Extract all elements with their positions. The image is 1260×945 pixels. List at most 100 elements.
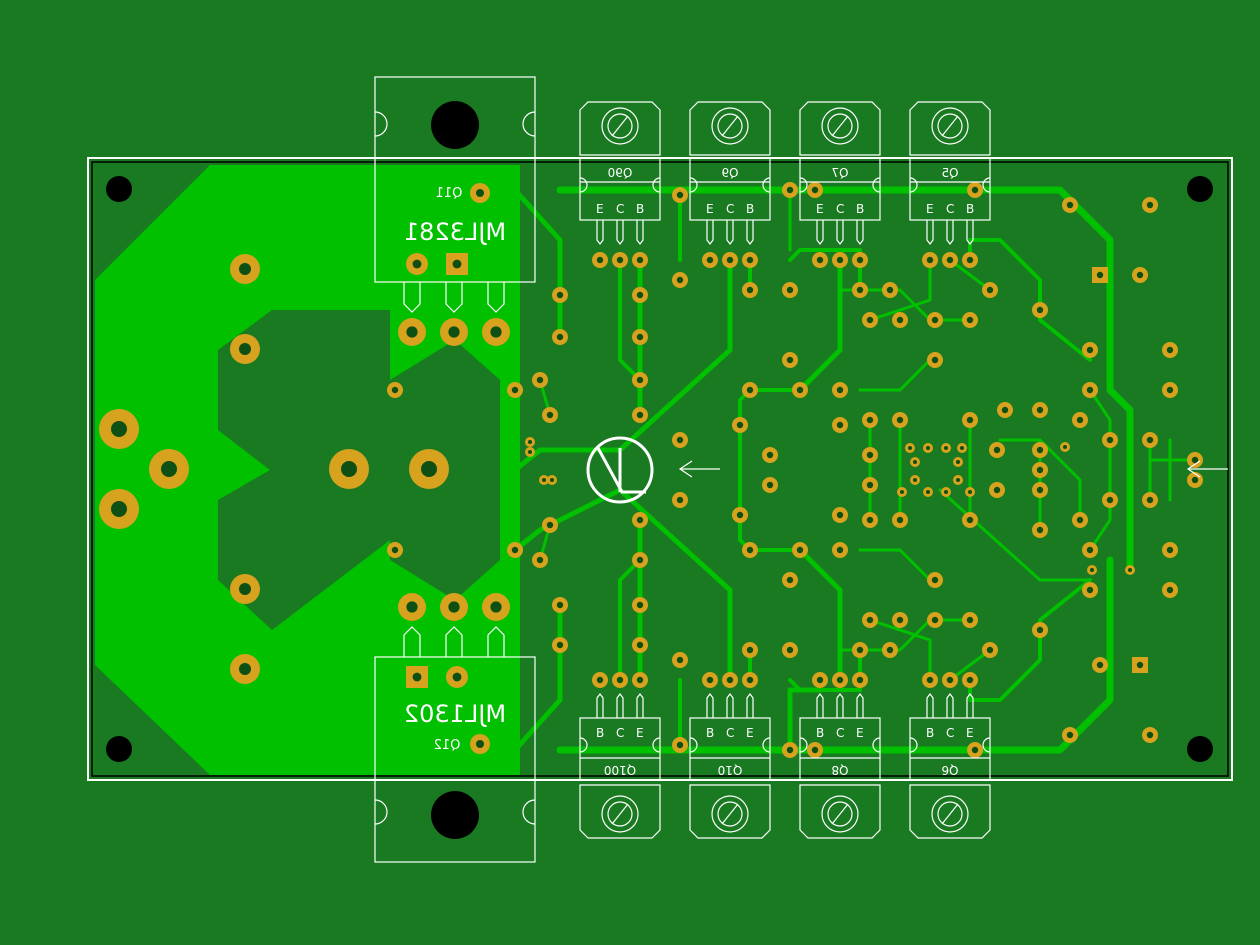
drill-hole (946, 256, 954, 264)
drill-hole (421, 461, 437, 477)
drill-hole (636, 333, 644, 341)
pin-label: E (636, 726, 644, 740)
drill-hole (856, 286, 864, 294)
drill-hole (616, 676, 624, 684)
trace (1088, 388, 1112, 552)
pin-label: B (636, 202, 644, 216)
drill-hole (1096, 661, 1104, 669)
drill-hole (960, 446, 964, 450)
drill-hole (1086, 546, 1094, 554)
drill-hole (1096, 271, 1104, 279)
trace (788, 248, 862, 292)
drill-hole (239, 583, 251, 595)
drill-hole (676, 656, 684, 664)
pin-label: B (816, 726, 824, 740)
drill-hole (556, 641, 564, 649)
trace (618, 558, 642, 682)
drill-hole (476, 740, 484, 748)
drill-hole (1166, 546, 1174, 554)
drill-hole (926, 256, 934, 264)
drill-hole (1191, 456, 1199, 464)
pin-label: B (966, 202, 974, 216)
drill-hole (596, 676, 604, 684)
drill-hole (766, 481, 774, 489)
drill-hole (836, 421, 844, 429)
drill-hole (1128, 568, 1132, 572)
drill-hole (546, 521, 554, 529)
drill-hole (1136, 271, 1144, 279)
trace (556, 556, 1114, 754)
drill-hole (836, 511, 844, 519)
drill-hole (636, 256, 644, 264)
drill-hole (1146, 731, 1154, 739)
drill-hole (596, 256, 604, 264)
drill-hole (412, 672, 422, 682)
drill-hole (786, 286, 794, 294)
drill-hole (676, 741, 684, 749)
drill-hole (1146, 496, 1154, 504)
pin-label: C (946, 726, 954, 740)
pin-label: E (816, 202, 824, 216)
pin-label: C (946, 202, 954, 216)
pin-label: B (926, 726, 934, 740)
drill-hole (866, 451, 874, 459)
drill-hole (766, 451, 774, 459)
drill-hole (1086, 586, 1094, 594)
drill-hole (736, 511, 744, 519)
driver-ref-label: Q90 (608, 166, 633, 180)
drill-hole (971, 746, 979, 754)
pin-label: E (746, 726, 754, 740)
mounting-hole (106, 736, 132, 762)
drill-hole (1036, 446, 1044, 454)
drill-hole (993, 446, 1001, 454)
trace (788, 648, 862, 692)
driver-ref-label: Q7 (831, 166, 848, 180)
drill-hole (896, 516, 904, 524)
driver-ref-label: Q100 (604, 763, 636, 777)
drill-hole (986, 286, 994, 294)
pin-label: B (706, 726, 714, 740)
drill-hole (746, 386, 754, 394)
drill-hole (636, 411, 644, 419)
drill-hole (636, 376, 644, 384)
drill-hole (896, 616, 904, 624)
pin-label: E (856, 726, 864, 740)
drill-hole (746, 286, 754, 294)
drill-hole (542, 478, 546, 482)
trace (948, 258, 992, 292)
drill-hole (836, 676, 844, 684)
drill-hole (676, 191, 684, 199)
pin-label: C (836, 726, 844, 740)
pin-label: B (856, 202, 864, 216)
drill-hole (886, 646, 894, 654)
drill-hole (391, 546, 399, 554)
drill-hole (966, 316, 974, 324)
drill-hole (476, 189, 484, 197)
drill-hole (866, 516, 874, 524)
drill-hole (1036, 306, 1044, 314)
drill-hole (866, 616, 874, 624)
drill-hole (866, 316, 874, 324)
drill-hole (968, 490, 972, 494)
drill-hole (786, 646, 794, 654)
drill-hole (886, 286, 894, 294)
drill-hole (913, 478, 917, 482)
drill-hole (816, 676, 824, 684)
drill-hole (636, 291, 644, 299)
driver-ref-label: Q6 (941, 763, 958, 777)
drill-hole (1063, 445, 1067, 449)
drill-hole (1191, 476, 1199, 484)
drill-hole (1166, 586, 1174, 594)
drill-hole (636, 641, 644, 649)
drill-hole (391, 386, 399, 394)
drill-hole (636, 516, 644, 524)
drill-hole (931, 616, 939, 624)
drill-hole (931, 316, 939, 324)
drill-hole (1076, 416, 1084, 424)
drill-hole (1036, 526, 1044, 534)
drill-hole (616, 256, 624, 264)
drill-hole (706, 256, 714, 264)
